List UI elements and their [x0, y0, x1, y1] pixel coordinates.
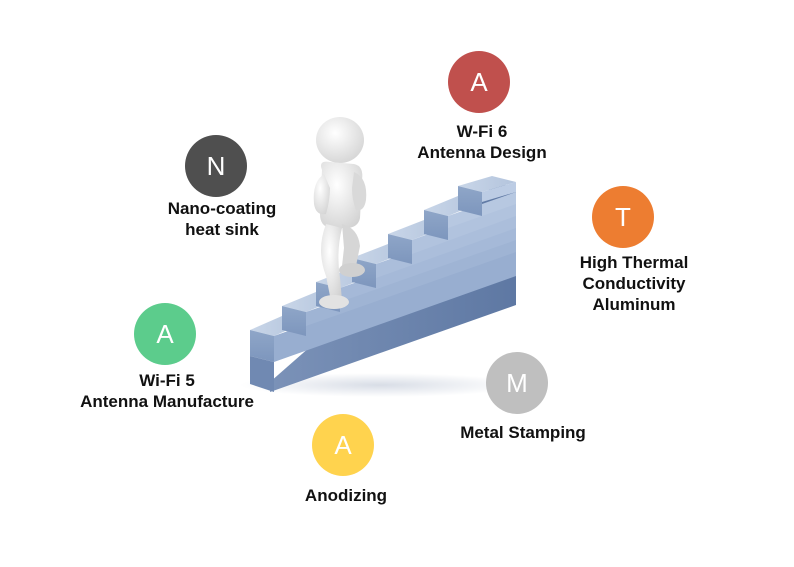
badge-letter-m: M — [486, 352, 548, 414]
label-line: Nano-coating — [167, 199, 277, 218]
label-wifi6-antenna-design: W-Fi 6 Antenna Design — [417, 121, 546, 163]
walking-figure — [313, 117, 367, 309]
badge-letter-a: A — [134, 303, 196, 365]
label-line: heat sink — [185, 220, 259, 239]
label-nano-coating-heat-sink: Nano-coating heat sink — [168, 198, 277, 240]
badge-letter-a: A — [312, 414, 374, 476]
label-line: Antenna Design — [417, 143, 547, 162]
staircase-illustration — [240, 117, 520, 397]
staircase — [250, 176, 516, 392]
label-line: Anodizing — [304, 486, 388, 505]
label-line: Conductivity — [582, 274, 686, 293]
label-line: Wi-Fi 5 — [139, 371, 195, 390]
label-line: W-Fi 6 — [456, 122, 508, 141]
badge-letter-t: T — [592, 186, 654, 248]
label-anodizing: Anodizing — [305, 485, 387, 506]
label-metal-stamping: Metal Stamping — [460, 422, 586, 443]
badge-letter-n: N — [185, 135, 247, 197]
label-wifi5-antenna-manufacture: Wi-Fi 5 Antenna Manufacture — [80, 370, 254, 412]
label-line: High Thermal — [579, 253, 689, 272]
label-line: Antenna Manufacture — [80, 392, 254, 411]
label-line: Metal Stamping — [460, 423, 586, 442]
label-line: Aluminum — [592, 295, 676, 314]
badge-letter-a: A — [448, 51, 510, 113]
label-high-thermal-conductivity-aluminum: High Thermal Conductivity Aluminum — [580, 252, 689, 315]
